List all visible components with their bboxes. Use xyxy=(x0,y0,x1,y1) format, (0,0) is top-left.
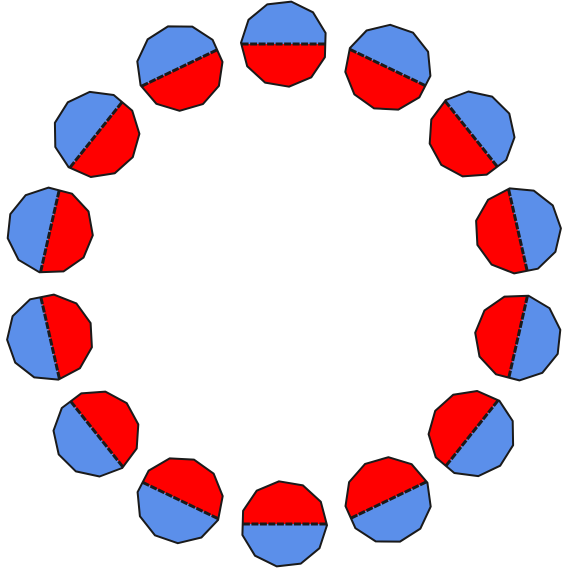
tile-divider-line xyxy=(68,399,124,468)
tile-red-half xyxy=(141,49,223,111)
tile-divider-line xyxy=(39,188,61,273)
tile-blue-half xyxy=(137,26,218,87)
tile-blue-half xyxy=(350,481,431,542)
tile-red-half xyxy=(476,189,528,274)
tile-blue-half xyxy=(508,295,561,381)
tile-outline xyxy=(240,0,327,88)
ring-tile xyxy=(344,456,432,543)
tile-blue-half xyxy=(137,482,219,544)
tile-outline xyxy=(241,480,328,568)
ring-tile xyxy=(240,0,327,88)
tile-outline xyxy=(344,456,432,543)
tile-blue-half xyxy=(508,188,561,271)
tile-group xyxy=(6,0,562,568)
tile-divider-line xyxy=(349,480,427,520)
tile-divider-line xyxy=(444,399,500,468)
tile-blue-half xyxy=(54,91,123,168)
tile-divider-line xyxy=(507,188,529,273)
ring-tile xyxy=(427,390,515,478)
tile-divider-line xyxy=(349,48,427,88)
ring-tile xyxy=(6,293,93,381)
tile-red-half xyxy=(142,458,223,519)
tile-red-half xyxy=(40,294,92,379)
tile-divider-line xyxy=(141,480,219,520)
tile-red-half xyxy=(429,101,498,177)
tile-outline xyxy=(53,90,141,178)
tile-divider-line xyxy=(507,295,529,380)
tile-blue-half xyxy=(53,401,123,477)
tile-blue-half xyxy=(445,400,514,477)
tile-blue-half xyxy=(445,91,515,167)
tile-red-half xyxy=(70,391,139,467)
tile-outline xyxy=(6,186,94,274)
tile-outline xyxy=(52,390,140,478)
ring-tile xyxy=(136,25,224,112)
tile-blue-half xyxy=(349,24,431,86)
tile-red-half xyxy=(428,391,499,466)
ring-tile xyxy=(344,23,432,111)
tile-outline xyxy=(6,293,93,381)
tile-red-half xyxy=(242,481,327,524)
tile-divider-line xyxy=(141,48,219,88)
tile-divider-line xyxy=(68,100,124,169)
tile-outline xyxy=(136,25,224,112)
tile-divider-line xyxy=(39,295,61,380)
tile-red-half xyxy=(345,457,427,519)
tile-red-half xyxy=(40,190,93,273)
tile-blue-half xyxy=(241,1,326,45)
ring-tile xyxy=(241,480,328,568)
tile-blue-half xyxy=(242,524,327,567)
tile-red-half xyxy=(69,102,140,177)
tile-divider-line xyxy=(444,100,500,169)
tile-outline xyxy=(474,294,562,382)
ring-tile xyxy=(53,90,141,178)
ring-tile xyxy=(136,457,224,545)
tile-outline xyxy=(344,23,432,111)
ring-tile xyxy=(474,294,562,382)
tile-red-half xyxy=(345,49,426,110)
tile-red-half xyxy=(241,44,326,87)
tile-outline xyxy=(428,90,516,178)
ring-tile xyxy=(475,187,562,275)
tile-red-half xyxy=(475,295,528,378)
ring-tile xyxy=(428,90,516,178)
tile-blue-half xyxy=(7,297,60,380)
ring-tile xyxy=(6,186,94,274)
tile-outline xyxy=(475,187,562,275)
tile-blue-half xyxy=(7,187,60,273)
ring-tile xyxy=(52,390,140,478)
tile-outline xyxy=(427,390,515,478)
tile-outline xyxy=(136,457,224,545)
